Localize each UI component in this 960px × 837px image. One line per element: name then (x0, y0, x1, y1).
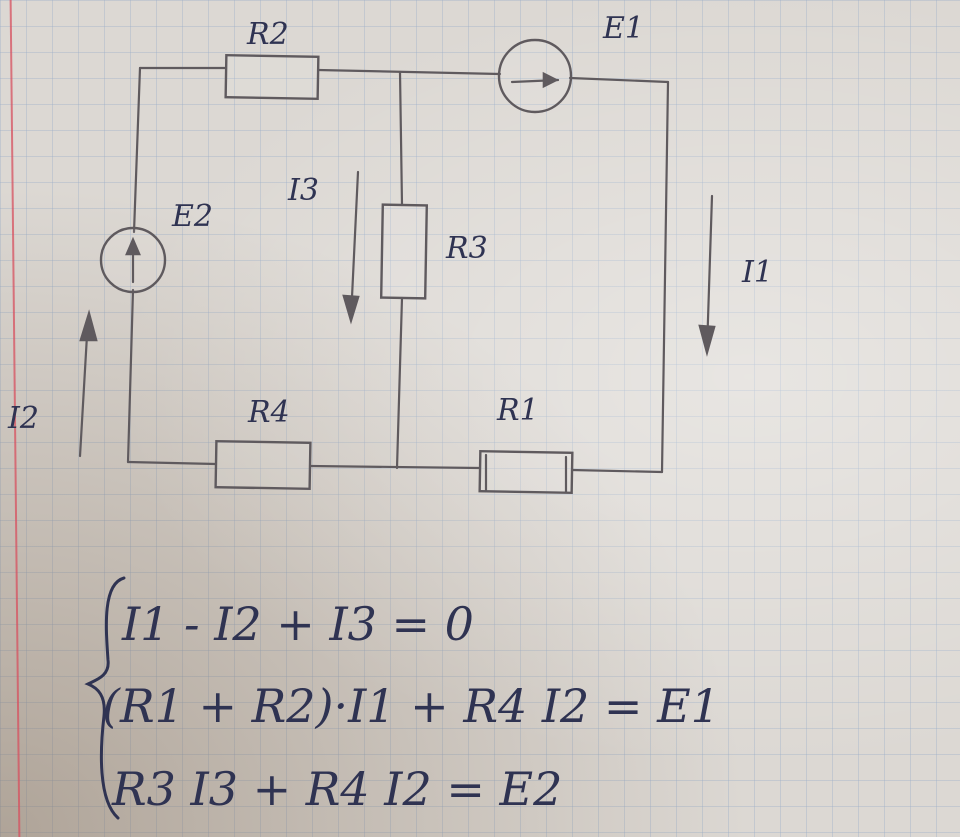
label-i1: I1 (741, 255, 773, 290)
wire-top-middle (316, 68, 502, 76)
label-r2: R2 (246, 17, 289, 52)
equation-loop-2: R3 I3 + R4 I2 = E2 (111, 762, 562, 816)
label-e2: E2 (171, 199, 213, 234)
resistor-r1-end-tick (484, 453, 568, 494)
label-r1: R1 (496, 393, 539, 428)
wire-top-right (568, 76, 670, 84)
label-r4: R4 (247, 395, 290, 430)
circuit-wires (126, 66, 670, 474)
label-r3: R3 (445, 231, 488, 266)
current-arrow-i1 (698, 194, 716, 357)
label-i3: I3 (287, 173, 319, 208)
wire-left-lower (126, 288, 135, 464)
resistor-r4 (214, 439, 312, 491)
current-arrow-i3 (342, 170, 360, 325)
voltage-source-e1 (497, 38, 573, 114)
voltage-source-e2 (99, 226, 167, 294)
wire-middle-lower (395, 296, 404, 470)
wire-bottom-right (570, 468, 664, 474)
wire-right (660, 80, 670, 474)
label-i2: I2 (7, 401, 39, 436)
resistor-r2 (224, 53, 320, 101)
current-arrow-i2 (78, 309, 98, 458)
wire-middle-upper (398, 70, 404, 207)
equation-system-brace (84, 576, 126, 820)
resistor-r1 (478, 449, 574, 495)
resistor-r3 (379, 203, 429, 300)
wire-left-upper (132, 66, 142, 234)
equation-kirchhoff-current: I1 - I2 + I3 = 0 (121, 597, 474, 651)
wire-bottom-left (126, 460, 218, 466)
label-e1: E1 (602, 11, 644, 46)
equation-loop-1: (R1 + R2)·I1 + R4 I2 = E1 (102, 679, 720, 733)
wire-bottom-middle (308, 464, 482, 470)
